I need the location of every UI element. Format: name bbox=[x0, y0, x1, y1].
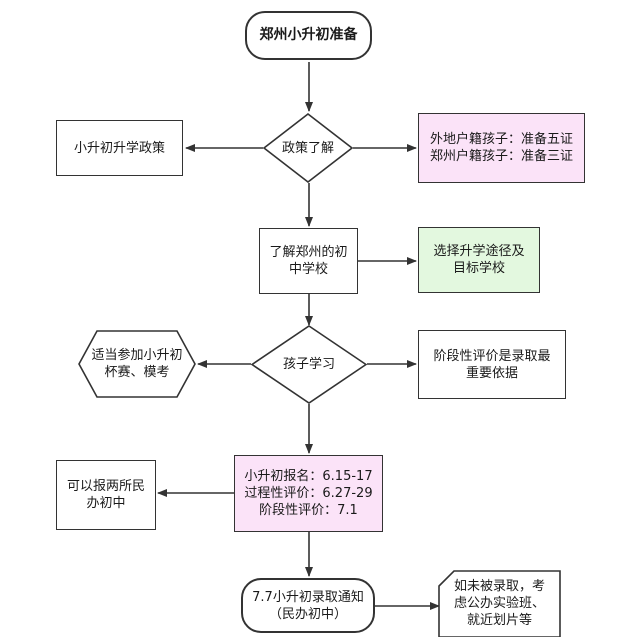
fallback-line-1: 如未被录取，考 bbox=[453, 579, 545, 594]
policy-decision-node: 政策了解 bbox=[263, 113, 353, 183]
private-schools-node: 可以报两所民 办初中 bbox=[56, 460, 156, 530]
fallback-line-2: 虑公办实验班、 bbox=[453, 596, 545, 611]
admission-notice-node: 7.7小升初录取通知 （民办初中） bbox=[241, 578, 375, 633]
fallback-shape bbox=[438, 570, 561, 637]
certificates-node: 外地户籍孩子：准备五证 郑州户籍孩子：准备三证 bbox=[418, 113, 585, 183]
certificates-line-1: 外地户籍孩子：准备五证 bbox=[429, 132, 573, 147]
study-decision-diamond bbox=[251, 325, 367, 404]
choose-path-line-2: 目标学校 bbox=[452, 261, 505, 276]
policy-decision-label: 政策了解 bbox=[281, 140, 334, 156]
private-schools-line-1: 可以报两所民 bbox=[66, 479, 145, 494]
key-dates-line-3: 阶段性评价：7.1 bbox=[259, 503, 358, 518]
start-node: 郑州小升初准备 bbox=[245, 11, 372, 60]
cups-hexagon-node: 适当参加小升初 杯赛、模考 bbox=[78, 330, 196, 398]
certificates-line-2: 郑州户籍孩子：准备三证 bbox=[429, 149, 573, 164]
understand-schools-line-2: 中学校 bbox=[288, 262, 328, 277]
cups-hexagon-shape bbox=[78, 330, 196, 398]
evaluation-node: 阶段性评价是录取最 重要依据 bbox=[418, 330, 566, 399]
choose-path-line-1: 选择升学途径及 bbox=[433, 244, 525, 259]
policy-decision-diamond bbox=[263, 113, 353, 183]
start-label: 郑州小升初准备 bbox=[259, 27, 358, 43]
policy-node: 小升初升学政策 bbox=[56, 120, 183, 176]
fallback-line-3: 就近划片等 bbox=[466, 613, 532, 628]
choose-path-node: 选择升学途径及 目标学校 bbox=[418, 227, 540, 293]
key-dates-line-2: 过程性评价：6.27-29 bbox=[244, 486, 373, 501]
evaluation-line-1: 阶段性评价是录取最 bbox=[433, 348, 551, 364]
cups-line-1: 适当参加小升初 bbox=[91, 348, 183, 363]
study-decision-label: 孩子学习 bbox=[282, 357, 335, 372]
admission-notice-line-2: （民办初中） bbox=[268, 606, 347, 622]
private-schools-line-2: 办初中 bbox=[86, 496, 126, 511]
key-dates-line-1: 小升初报名：6.15-17 bbox=[244, 469, 373, 484]
study-decision-node: 孩子学习 bbox=[251, 325, 367, 404]
policy-label: 小升初升学政策 bbox=[73, 140, 165, 156]
fallback-node: 如未被录取，考 虑公办实验班、 就近划片等 bbox=[438, 570, 561, 637]
cups-line-2: 杯赛、模考 bbox=[104, 365, 170, 380]
understand-schools-node: 了解郑州的初 中学校 bbox=[259, 228, 358, 294]
understand-schools-line-1: 了解郑州的初 bbox=[269, 245, 348, 260]
evaluation-line-2: 重要依据 bbox=[465, 365, 518, 381]
admission-notice-line-1: 7.7小升初录取通知 bbox=[252, 589, 364, 605]
key-dates-node: 小升初报名：6.15-17 过程性评价：6.27-29 阶段性评价：7.1 bbox=[234, 455, 383, 532]
